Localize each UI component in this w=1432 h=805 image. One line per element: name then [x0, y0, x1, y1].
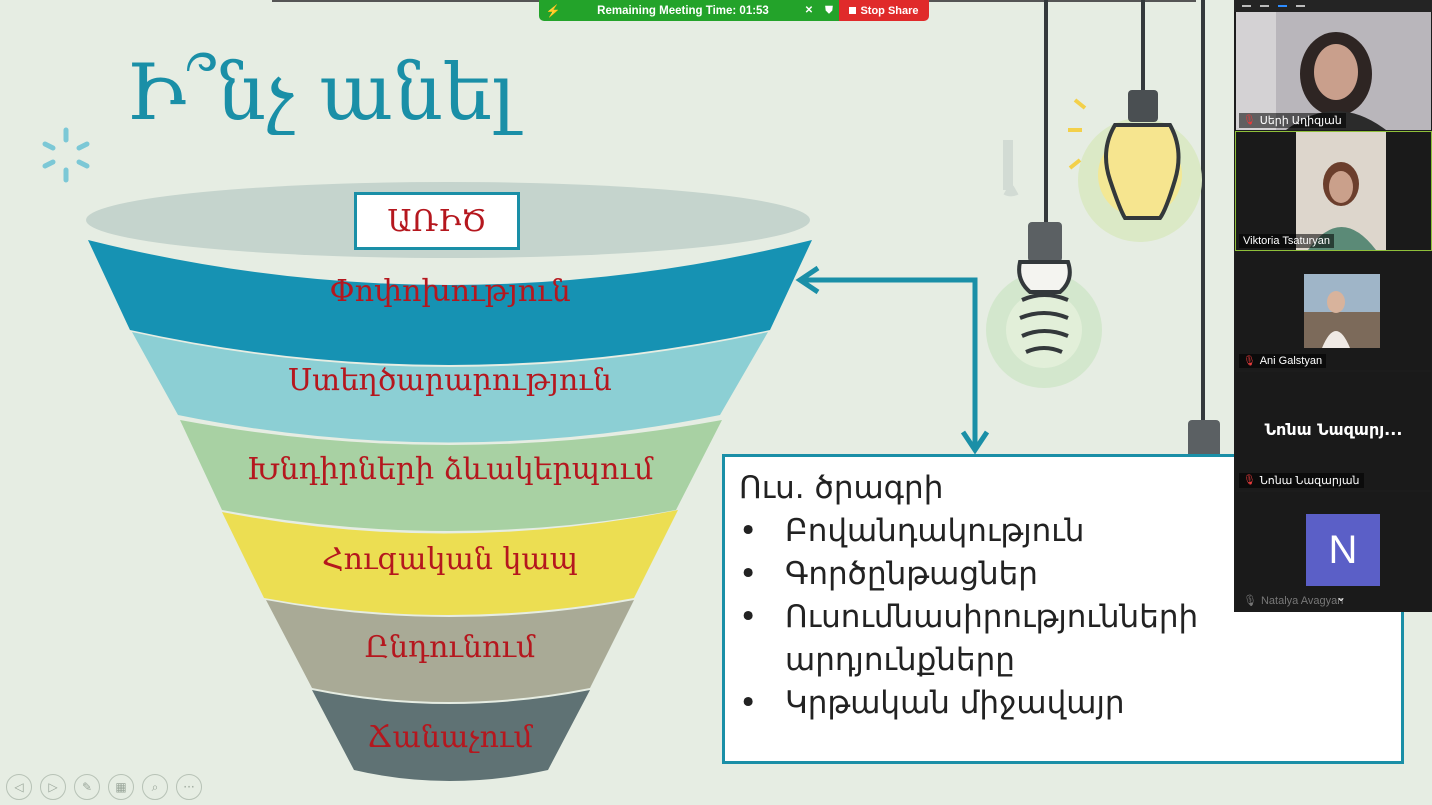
- muted-mic-icon: 🎙: [1243, 115, 1256, 126]
- funnel-layer-4: [222, 510, 678, 615]
- video-feed: [1236, 132, 1431, 250]
- bullet-item: Գործընթացներ: [739, 553, 1401, 596]
- remaining-time: Remaining Meeting Time: 01:53: [597, 4, 769, 17]
- participant-display-name: Նոնա Նազարյ...: [1264, 420, 1403, 439]
- participant-tile[interactable]: Viktoria Tsaturyan: [1235, 131, 1432, 251]
- next-icon[interactable]: ▷: [40, 774, 66, 800]
- funnel-label-6: Ճանաչում: [367, 720, 533, 755]
- slide-title: Ի՞նչ անել: [126, 48, 516, 138]
- slides-icon[interactable]: ▦: [108, 774, 134, 800]
- gallery-view-icon[interactable]: [1296, 5, 1305, 7]
- slideshow-controls: ◁ ▷ ✎ ▦ ⌕ ···: [6, 774, 202, 800]
- video-feed: [1236, 12, 1431, 130]
- arrow-head-left: [795, 265, 820, 295]
- participant-gallery: 🎙Սերի Աղիզյան Viktoria Tsaturyan 🎙Ani Ga…: [1234, 0, 1432, 612]
- avatar: N: [1306, 514, 1380, 586]
- gallery-toolbar: [1234, 0, 1432, 12]
- minimize-icon[interactable]: [1242, 5, 1251, 7]
- participant-name: 🎙Նոնա Նազարյան: [1239, 473, 1364, 488]
- participant-tile[interactable]: N 🎙Natalya Avagyan: [1236, 492, 1431, 610]
- participant-name: Viktoria Tsaturyan: [1239, 234, 1335, 248]
- participant-tile[interactable]: 🎙Սերի Աղիզյան: [1236, 12, 1431, 130]
- participant-name: 🎙Սերի Աղիզյան: [1239, 113, 1346, 128]
- light-bulbs-decoration: [986, 0, 1220, 460]
- muted-mic-icon: 🎙: [1243, 595, 1257, 607]
- muted-mic-icon: 🎙: [1243, 355, 1256, 367]
- funnel-layer-2: [132, 332, 768, 443]
- bullet-item: Բովանդակություն: [739, 510, 1401, 553]
- chevron-down-icon[interactable]: ⌄: [1336, 590, 1347, 604]
- participant-tile[interactable]: Նոնա Նազարյ... 🎙Նոնա Նազարյան: [1236, 372, 1431, 490]
- funnel-layer-5: [266, 600, 634, 702]
- funnel-top-label: ԱՌԻԾ: [354, 192, 520, 250]
- stop-share-label: Stop Share: [860, 4, 919, 17]
- funnel-label-1: Փոփոխություն: [329, 274, 571, 309]
- more-icon[interactable]: ···: [176, 774, 202, 800]
- bullet-item: Ուսումնասիրությունների արդյունքները: [739, 596, 1215, 682]
- stop-icon: [849, 7, 857, 14]
- arrow-head-down: [960, 430, 990, 455]
- funnel-label-2: Ստեղծարարություն: [288, 363, 612, 398]
- funnel-layer-6: [312, 690, 590, 781]
- pen-icon[interactable]: ✎: [74, 774, 100, 800]
- sparkle-icon: [42, 127, 90, 183]
- muted-mic-icon: 🎙: [1243, 475, 1256, 486]
- connector-arrow: [802, 277, 978, 450]
- zoom-icon[interactable]: ⌕: [142, 774, 168, 800]
- shield-icon[interactable]: ⛊: [825, 5, 833, 16]
- meeting-bar: ⚡ Remaining Meeting Time: 01:53 ✕ ⛊ Stop…: [539, 0, 929, 21]
- funnel-label-4: Հուզական կապ: [321, 542, 579, 577]
- meeting-timer-bar: ⚡ Remaining Meeting Time: 01:53 ✕ ⛊: [539, 0, 839, 21]
- speaker-view-icon[interactable]: [1260, 5, 1269, 7]
- prev-icon[interactable]: ◁: [6, 774, 32, 800]
- license-icon: ⚡: [545, 3, 561, 18]
- curriculum-heading: Ուս. ծրագրի: [739, 470, 944, 506]
- mute-icon[interactable]: ✕: [804, 5, 814, 16]
- funnel-label-3: Խնդիրների ձևակերպում: [246, 452, 654, 487]
- stop-share-button[interactable]: Stop Share: [839, 0, 929, 21]
- bullet-item: Կրթական միջավայր: [739, 682, 1401, 725]
- funnel-layer-3: [180, 420, 722, 531]
- participant-name: 🎙Ani Galstyan: [1239, 354, 1327, 368]
- strip-view-icon[interactable]: [1278, 5, 1287, 7]
- funnel-label-5: Ընդունում: [364, 630, 536, 665]
- profile-photo: [1236, 252, 1431, 370]
- funnel-layer-1: [88, 240, 812, 365]
- participant-tile[interactable]: 🎙Ani Galstyan: [1236, 252, 1431, 370]
- participant-name: 🎙Natalya Avagyan: [1243, 594, 1344, 608]
